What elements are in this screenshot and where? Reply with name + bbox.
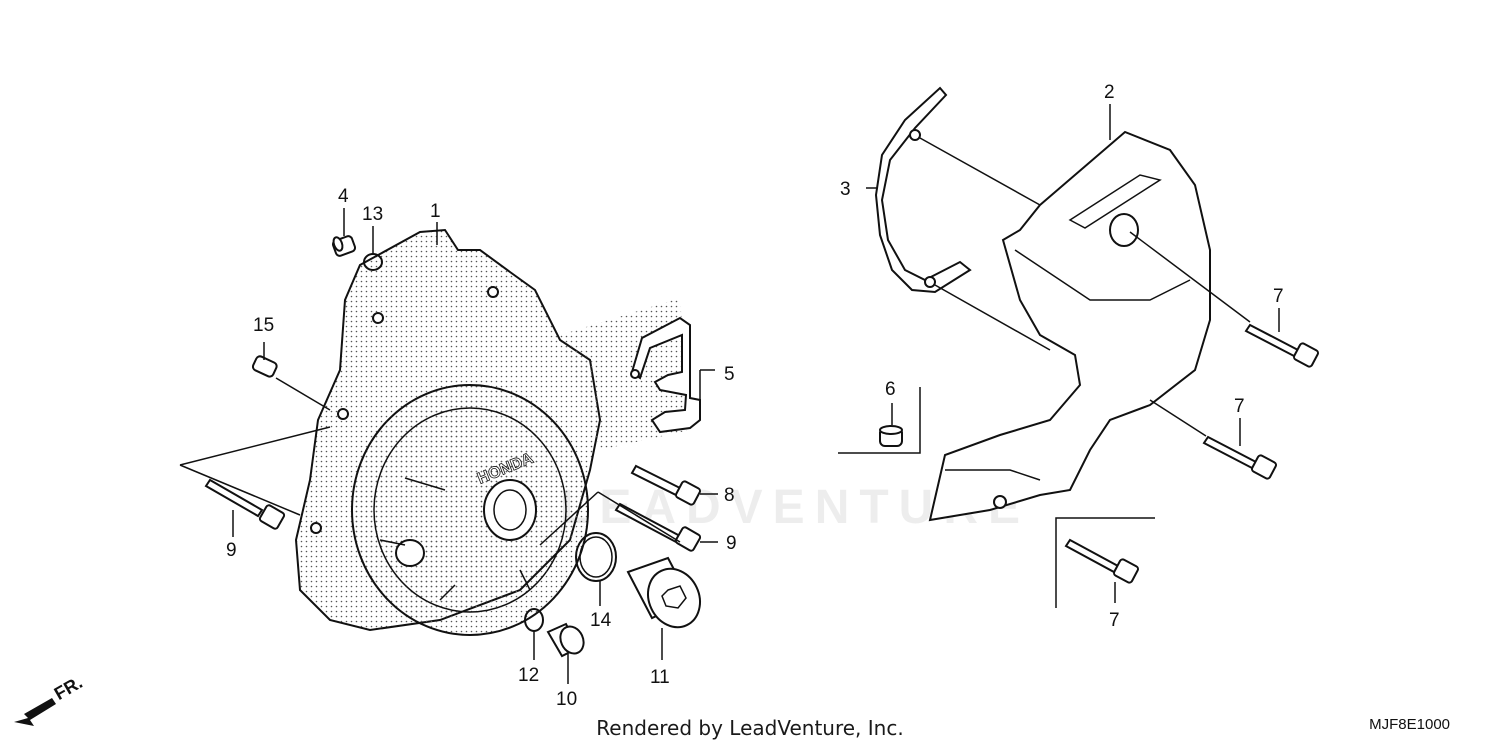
dowel-pin	[331, 235, 357, 257]
callout-3: 3	[840, 179, 851, 200]
callout-12: 12	[518, 665, 539, 686]
front-arrow-icon	[14, 698, 56, 726]
callout-6: 6	[885, 379, 896, 400]
callout-10: 10	[556, 689, 577, 710]
o-ring-large	[575, 532, 617, 582]
dowel-pin-2	[251, 355, 278, 378]
callout-14: 14	[590, 610, 612, 631]
diagram-code: MJF8E1000	[1369, 716, 1450, 733]
left-crankcase-cover	[294, 228, 602, 636]
callout-13: 13	[362, 204, 383, 225]
callout-9b: 9	[726, 533, 737, 554]
sprocket-cover	[928, 130, 1211, 522]
callout-2: 2	[1104, 82, 1115, 103]
callout-4: 4	[338, 186, 349, 207]
callout-7a: 7	[1273, 286, 1284, 307]
callout-numbers: 1 2 3 4 5 6 7 7 7 8 9 9 10 11 12 13 14 1…	[226, 82, 1284, 710]
callout-7b: 7	[1234, 396, 1245, 417]
callout-1: 1	[430, 201, 441, 222]
flange-bolt-7a	[1244, 323, 1319, 368]
callout-5: 5	[724, 364, 735, 385]
bracket	[630, 316, 701, 434]
callout-15: 15	[253, 315, 274, 336]
flange-bolt-7c	[1064, 538, 1139, 584]
leader-lines	[179, 104, 1280, 684]
callout-11: 11	[650, 667, 670, 688]
footer-credit: Rendered by LeadVenture, Inc.	[596, 716, 904, 740]
callout-7c: 7	[1109, 610, 1120, 631]
callout-9a: 9	[226, 540, 237, 561]
flange-bolt-8	[630, 464, 701, 506]
seal-strip	[874, 86, 972, 294]
flange-bolt-9a	[204, 478, 286, 530]
hole-cap	[626, 556, 701, 629]
grommet	[879, 425, 903, 447]
callout-8: 8	[724, 485, 735, 506]
drain-plug	[546, 622, 585, 658]
flange-bolt-7b	[1202, 435, 1277, 480]
